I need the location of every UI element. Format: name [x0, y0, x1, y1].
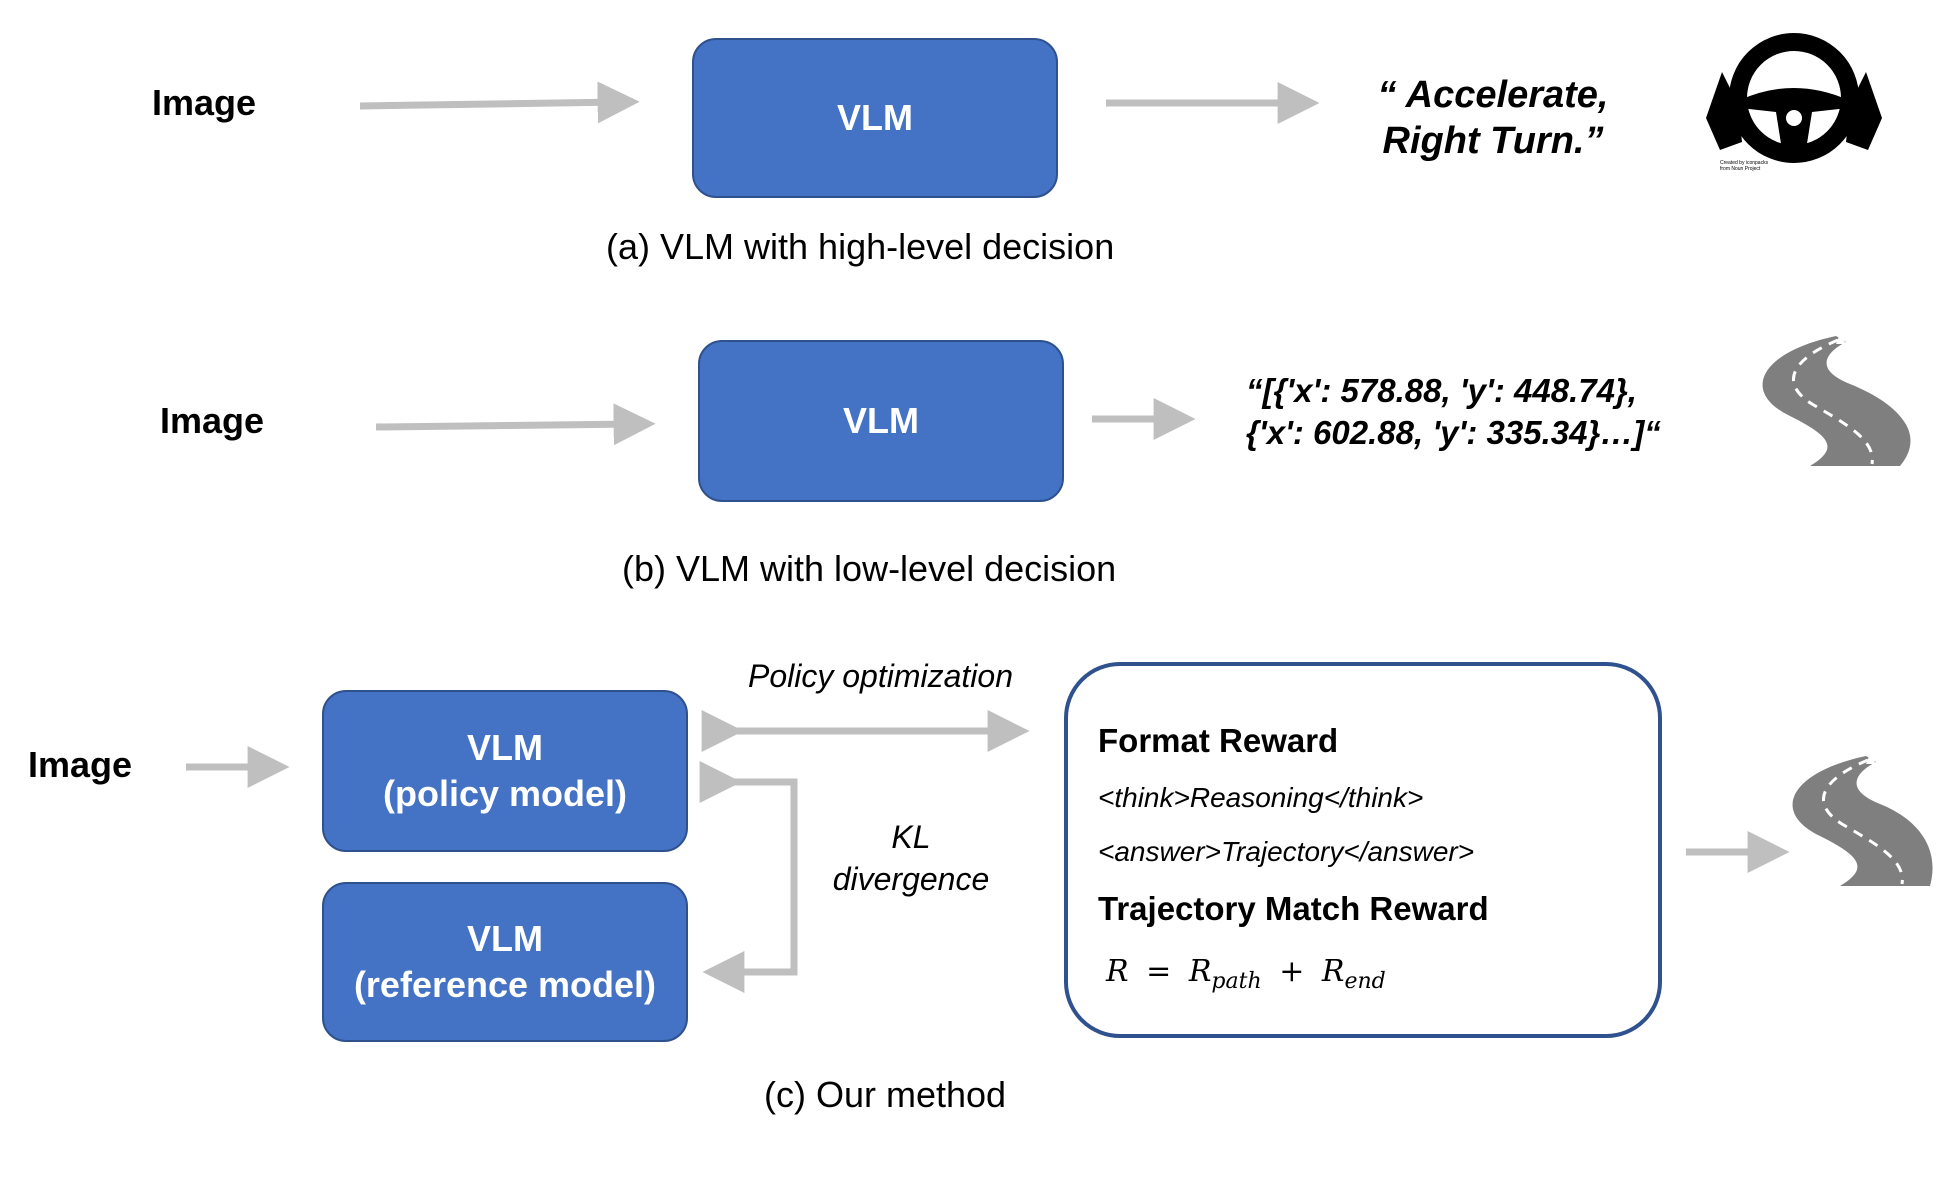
formula-R-end: R [1321, 954, 1345, 989]
panel-b-vlm-box: VLM [698, 340, 1064, 502]
panel-b-caption: (b) VLM with low-level decision [622, 548, 1117, 589]
panel-b-output-line2: {'x': 602.88, 'y': 335.34}…]“ [1246, 414, 1661, 451]
formula-R: R [1106, 954, 1129, 989]
panel-c-image-label: Image [28, 744, 133, 785]
policy-model-line1: VLM [467, 727, 543, 768]
think-tag-line: <think>Reasoning</think> [1098, 782, 1424, 813]
icon-credit-line2: from Noun Project [1720, 166, 1761, 172]
panel-a-vlm-label: VLM [837, 97, 913, 138]
steering-wheel-icon [1706, 33, 1882, 163]
answer-tag-line: <answer>Trajectory</answer> [1098, 836, 1475, 867]
reference-model-line2: (reference model) [353, 964, 657, 1005]
formula-R-path: R [1188, 954, 1212, 989]
kl-divergence-label: KL divergence [826, 816, 996, 900]
policy-model-box: VLM (policy model) [322, 690, 688, 852]
panel-a-image-label: Image [152, 82, 257, 123]
policy-optimization-label: Policy optimization [748, 658, 1013, 694]
kl-line1: KL [891, 819, 931, 855]
reward-box [1064, 662, 1662, 1038]
reference-model-line1: VLM [467, 918, 543, 959]
panel-b-image-label: Image [160, 400, 265, 441]
steering-wheel-icon-credit: Created by iconpacks from Noun Project [1720, 160, 1768, 172]
trajectory-match-reward-title: Trajectory Match Reward [1098, 890, 1489, 927]
panel-a-caption: (a) VLM with high-level decision [606, 226, 1115, 267]
panel-b-output-text: “[{'x': 578.88, 'y': 448.74}, {'x': 602.… [1246, 370, 1661, 454]
panel-b-vlm-label: VLM [843, 400, 919, 441]
panel-c-caption: (c) Our method [764, 1074, 1007, 1115]
road-trajectory-icon-b [1762, 334, 1911, 466]
arrow-b-image-to-vlm [375, 403, 656, 446]
reward-formula: R = Rpath + Rend [1106, 954, 1386, 994]
reference-model-box: VLM (reference model) [322, 882, 688, 1042]
formula-plus: + [1279, 954, 1305, 989]
formula-equals: = [1146, 954, 1172, 989]
arrow-c-kl-divergence [699, 761, 798, 993]
arrow-a-image-to-vlm [359, 81, 640, 124]
road-trajectory-icon-c [1792, 754, 1933, 886]
panel-b-output-line1: “[{'x': 578.88, 'y': 448.74}, [1246, 372, 1637, 409]
panel-a-output-text: “ Accelerate, Right Turn.” [1366, 72, 1620, 164]
panel-a-output-line1: “ Accelerate, [1377, 74, 1609, 116]
panel-a-vlm-box: VLM [692, 38, 1058, 198]
kl-line2: divergence [832, 861, 990, 897]
format-reward-title: Format Reward [1098, 722, 1339, 759]
formula-sub-path: path [1211, 969, 1262, 994]
formula-sub-end: end [1344, 969, 1386, 994]
panel-a-output-line2: Right Turn.” [1382, 120, 1604, 162]
icon-credit-line1: Created by iconpacks [1720, 160, 1769, 166]
policy-model-line2: (policy model) [382, 773, 628, 814]
